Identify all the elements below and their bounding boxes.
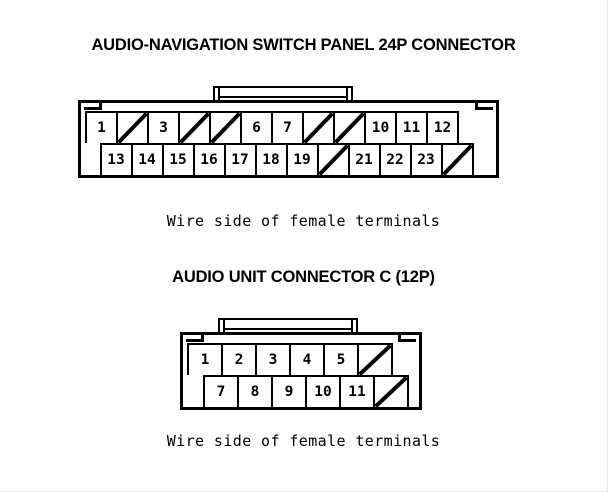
caption-wire-side-24p: Wire side of female terminals (166, 212, 441, 230)
pin-cell-17[interactable]: 17 (223, 143, 257, 177)
page-title-audio-navigation-switch-panel: AUDIO-NAVIGATION SWITCH PANEL 24P CONNEC… (91, 36, 516, 54)
unused-pin-slash-icon (443, 145, 472, 175)
pin-cell-7[interactable]: 7 (271, 111, 304, 145)
pin-cell-11[interactable]: 11 (395, 111, 428, 145)
pin-cell-15[interactable]: 15 (161, 143, 195, 177)
unused-pin-slash-icon (180, 113, 209, 143)
pin-cell-11[interactable]: 11 (339, 375, 375, 409)
pin-cell-unused[interactable] (302, 111, 335, 145)
unused-pin-slash-icon (118, 113, 147, 143)
unused-pin-slash-icon (319, 145, 348, 175)
pin-cell-7[interactable]: 7 (203, 375, 239, 409)
pin-cell-2[interactable]: 2 (221, 343, 257, 377)
caption-wire-side-12p: Wire side of female terminals (166, 432, 441, 450)
shell-notch-right (474, 103, 493, 110)
unused-pin-slash-icon (304, 113, 333, 143)
unused-pin-slash-icon (359, 345, 391, 375)
pin-cell-3[interactable]: 3 (255, 343, 291, 377)
pin-cell-14[interactable]: 14 (130, 143, 164, 177)
pin-cell-22[interactable]: 22 (378, 143, 412, 177)
pin-cell-1[interactable]: 1 (85, 111, 118, 145)
shell-notch-left (186, 335, 204, 342)
pin-cell-unused[interactable] (209, 111, 242, 145)
pin-cell-6[interactable]: 6 (240, 111, 273, 145)
connector-latch (180, 318, 422, 334)
pin-cell-9[interactable]: 9 (271, 375, 307, 409)
pin-cell-19[interactable]: 19 (285, 143, 319, 177)
pin-cell-13[interactable]: 13 (99, 143, 133, 177)
unused-pin-slash-icon (335, 113, 364, 143)
connector-latch (78, 86, 499, 102)
pin-cell-8[interactable]: 8 (237, 375, 273, 409)
page-title-audio-unit-connector-c: AUDIO UNIT CONNECTOR C (12P) (172, 268, 435, 286)
pin-cell-unused[interactable] (316, 143, 350, 177)
pin-cell-unused[interactable] (357, 343, 393, 377)
pin-cell-unused[interactable] (440, 143, 474, 177)
pin-cell-3[interactable]: 3 (147, 111, 180, 145)
latch-bar (213, 86, 353, 98)
pin-cell-unused[interactable] (178, 111, 211, 145)
unused-pin-slash-icon (375, 377, 407, 407)
unused-pin-slash-icon (211, 113, 240, 143)
pin-cell-4[interactable]: 4 (289, 343, 325, 377)
pin-cell-21[interactable]: 21 (347, 143, 381, 177)
pin-cell-5[interactable]: 5 (323, 343, 359, 377)
latch-bar (218, 318, 358, 330)
pin-cell-12[interactable]: 12 (426, 111, 459, 145)
pin-cell-10[interactable]: 10 (364, 111, 397, 145)
pin-cell-unused[interactable] (116, 111, 149, 145)
pin-cell-1[interactable]: 1 (187, 343, 223, 377)
pin-cell-18[interactable]: 18 (254, 143, 288, 177)
pin-cell-16[interactable]: 16 (192, 143, 226, 177)
shell-notch-right (398, 335, 416, 342)
pin-cell-unused[interactable] (373, 375, 409, 409)
pin-cell-10[interactable]: 10 (305, 375, 341, 409)
pin-cell-unused[interactable] (333, 111, 366, 145)
shell-notch-left (84, 103, 102, 110)
pin-cell-23[interactable]: 23 (409, 143, 443, 177)
